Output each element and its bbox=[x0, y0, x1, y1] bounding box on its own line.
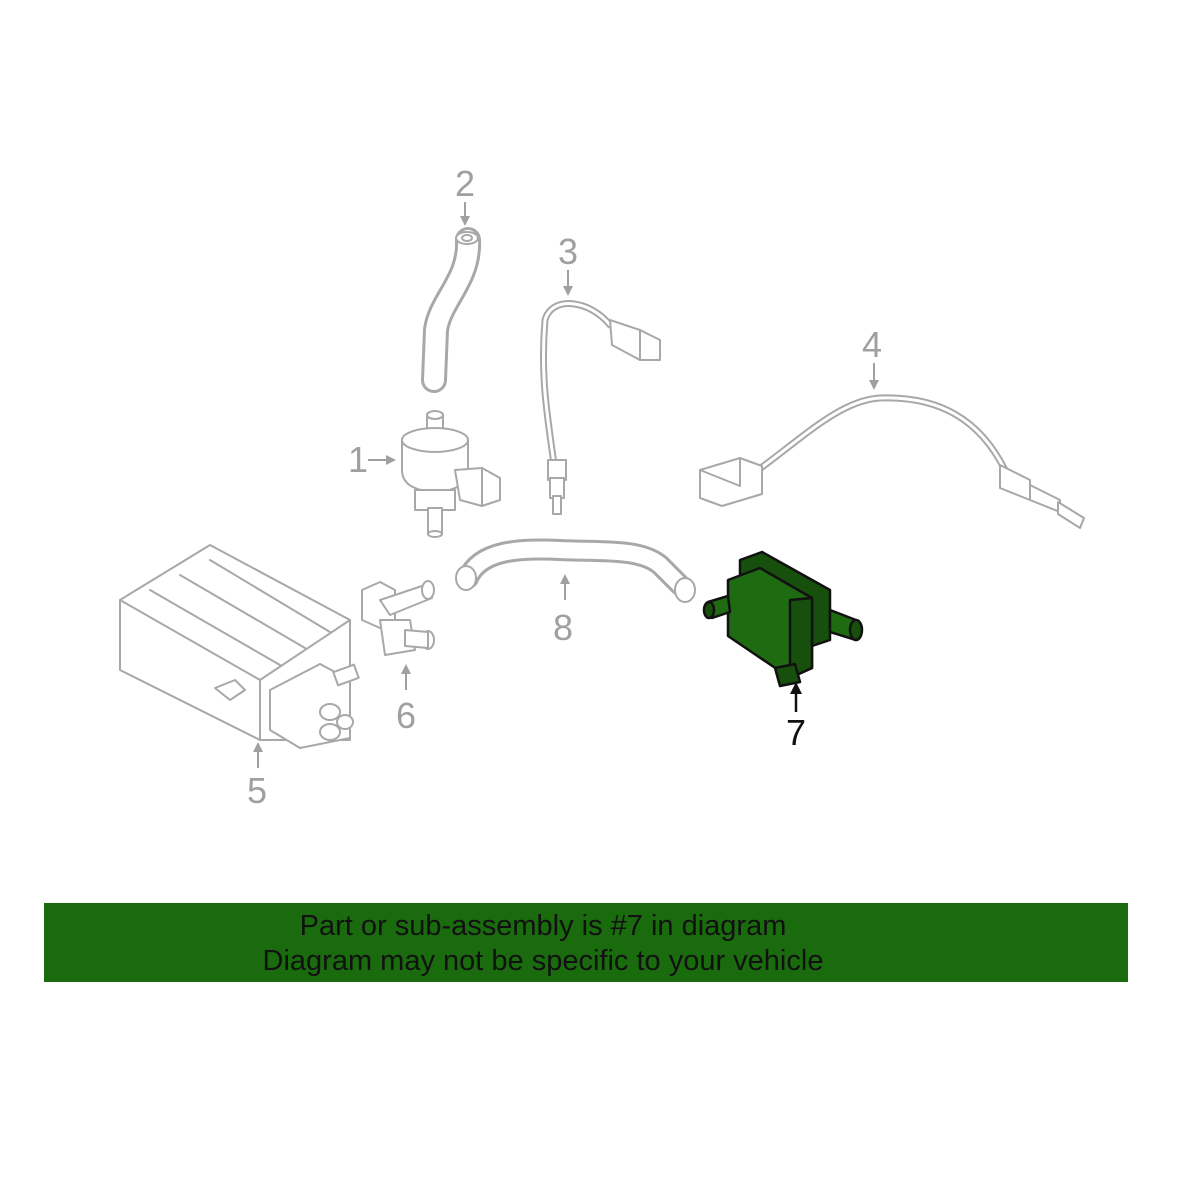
svg-text:7: 7 bbox=[786, 712, 806, 753]
part-3-sensor bbox=[539, 300, 661, 515]
svg-text:6: 6 bbox=[396, 695, 416, 736]
svg-text:5: 5 bbox=[247, 770, 267, 811]
part-4-sensor bbox=[699, 394, 1085, 529]
callout-3: 3 bbox=[558, 231, 578, 296]
svg-text:1: 1 bbox=[348, 439, 368, 480]
info-banner: Part or sub-assembly is #7 in diagram Di… bbox=[44, 903, 1128, 982]
callout-6: 6 bbox=[396, 664, 416, 736]
svg-text:3: 3 bbox=[558, 231, 578, 272]
callout-8: 8 bbox=[553, 574, 573, 648]
callout-4: 4 bbox=[862, 324, 882, 390]
banner-line-2: Diagram may not be specific to your vehi… bbox=[262, 945, 824, 977]
svg-text:8: 8 bbox=[553, 607, 573, 648]
part-1-valve bbox=[401, 410, 501, 538]
part-7-highlighted bbox=[702, 550, 864, 688]
callout-1: 1 bbox=[348, 439, 396, 480]
callout-5: 5 bbox=[247, 742, 267, 811]
callout-2: 2 bbox=[455, 163, 475, 226]
part-6-connector bbox=[361, 580, 435, 656]
part-2-hose bbox=[421, 227, 482, 393]
callout-7: 7 bbox=[786, 682, 806, 753]
part-8-hose bbox=[455, 538, 696, 603]
banner-line-1: Part or sub-assembly is #7 in diagram bbox=[299, 910, 787, 942]
part-5-canister bbox=[119, 544, 360, 749]
svg-text:4: 4 bbox=[862, 324, 882, 365]
svg-text:2: 2 bbox=[455, 163, 475, 204]
